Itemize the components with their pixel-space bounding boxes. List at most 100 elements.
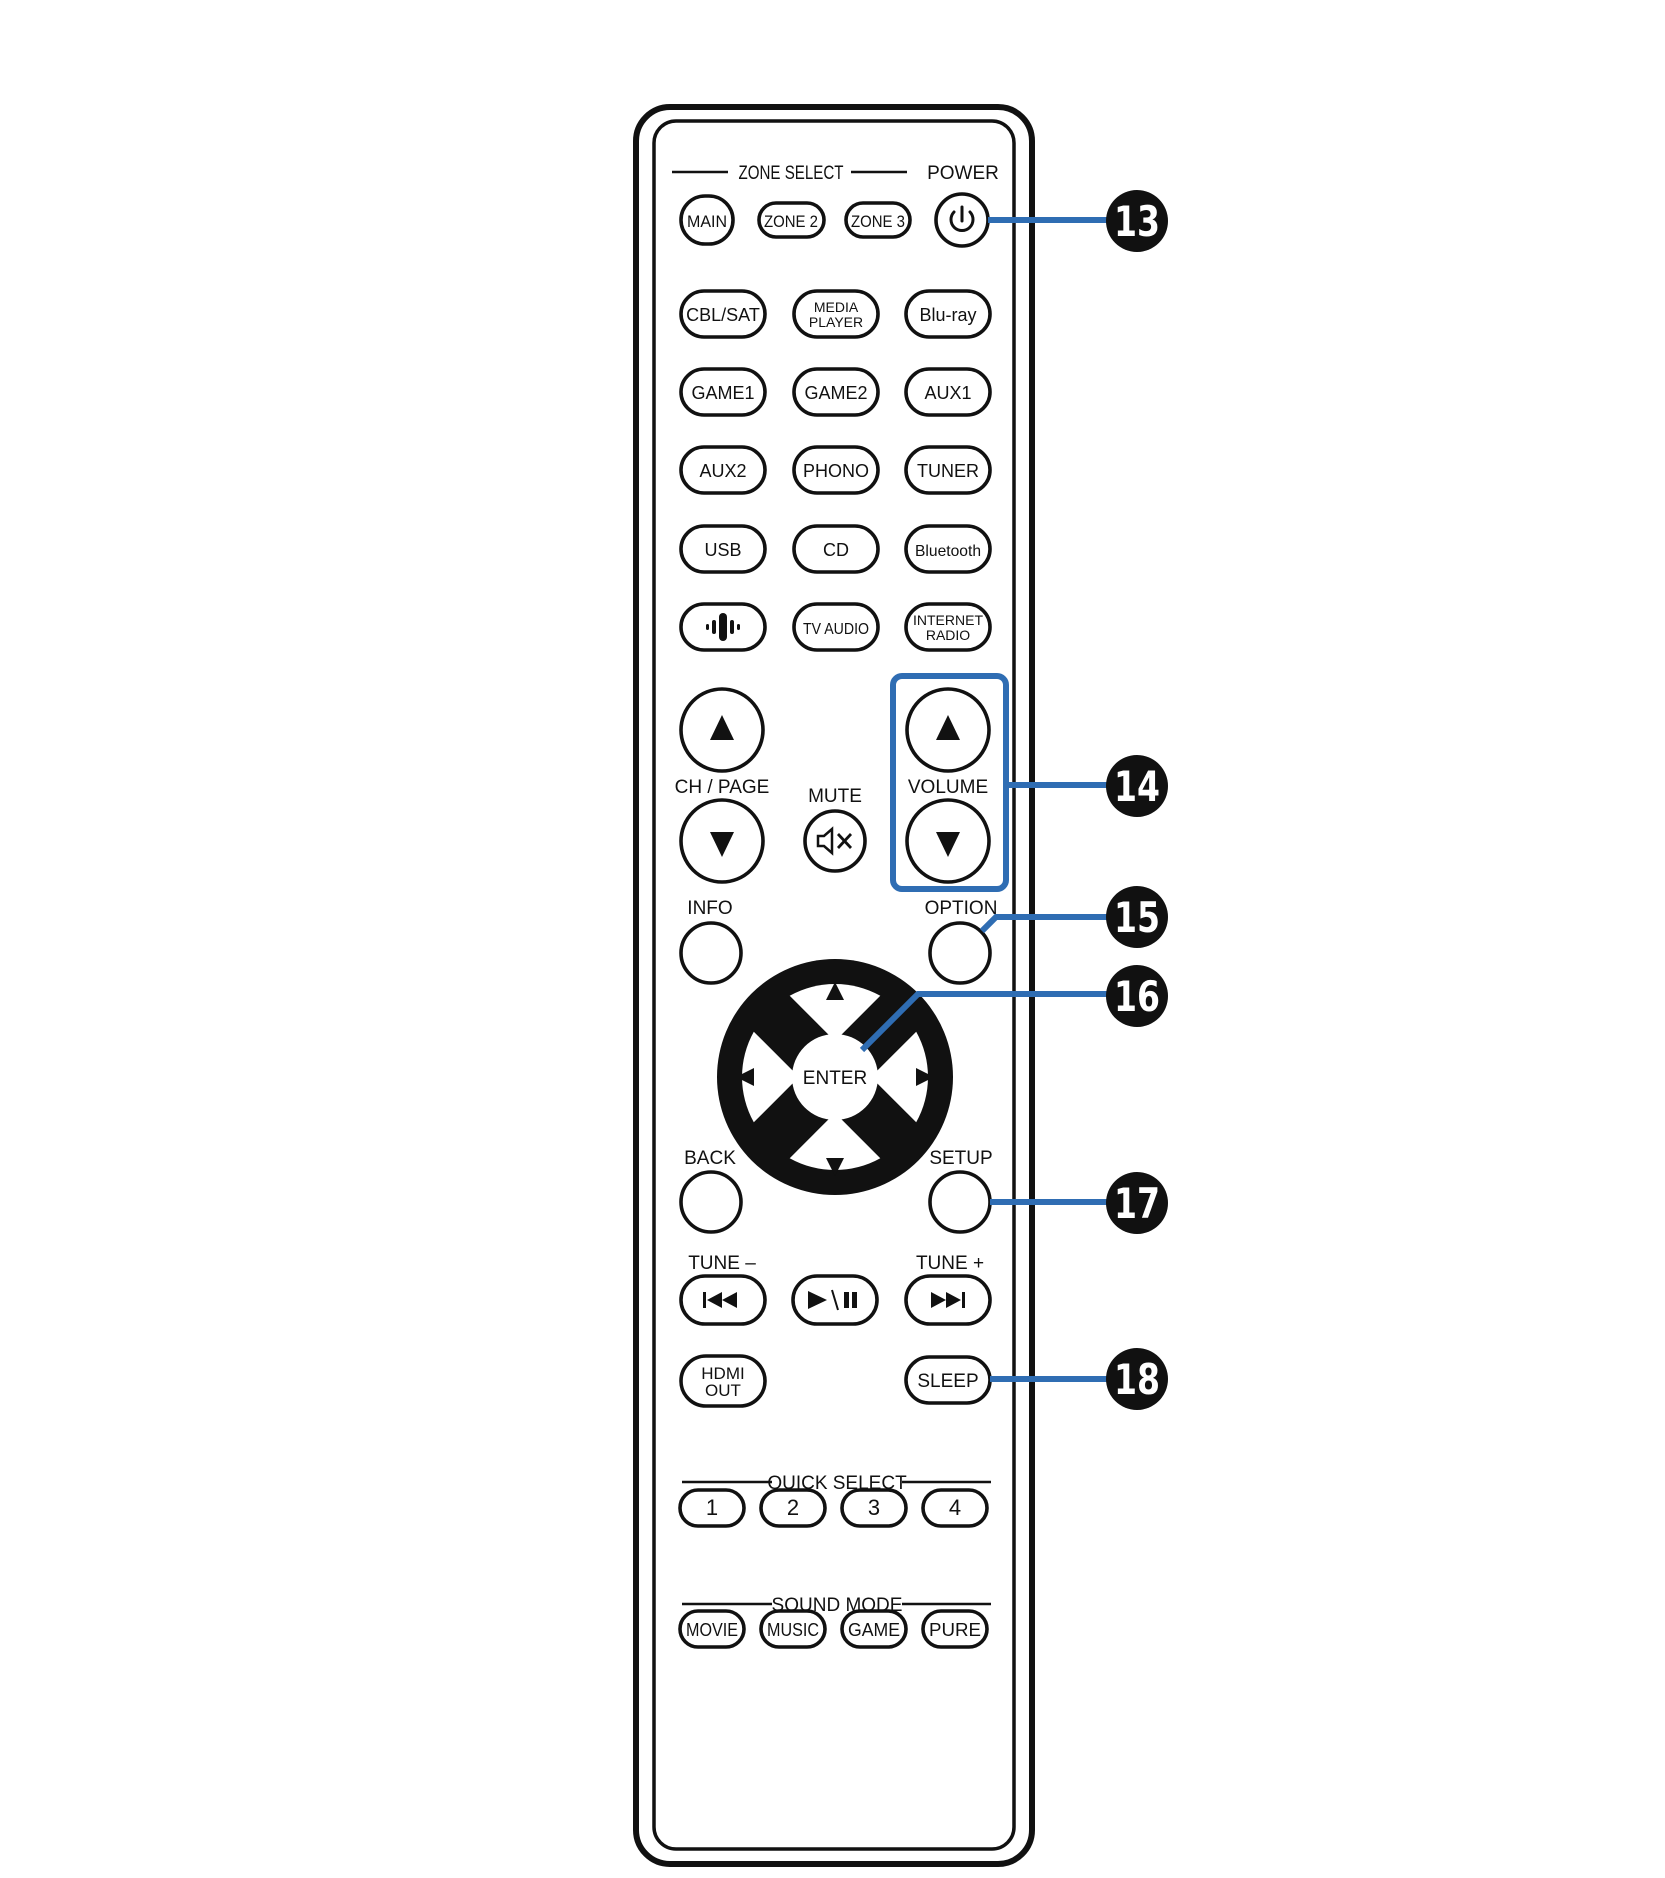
play-pause-icon (808, 1289, 857, 1311)
input-button-tuner[interactable]: TUNER (904, 445, 992, 495)
input-button-game1-label: GAME1 (691, 383, 754, 403)
sound-mode-button-music-label: MUSIC (767, 1620, 819, 1640)
quick-select-button-1-label: 1 (706, 1495, 718, 1520)
zone-select-label: ZONE SELECT (739, 163, 844, 184)
hdmi-out-button[interactable]: HDMI OUT (679, 1354, 767, 1408)
input-button-cd-label: CD (823, 540, 849, 560)
dpad-right-button[interactable] (870, 1031, 928, 1123)
zone-button-zone3[interactable]: ZONE 3 (844, 201, 912, 239)
power-icon (949, 205, 975, 232)
sound-mode-button-movie[interactable]: MOVIE (678, 1609, 746, 1649)
arrow-up-icon (936, 715, 960, 740)
input-button-bluetooth[interactable]: Bluetooth (904, 524, 992, 574)
mute-icon (816, 826, 853, 856)
input-button-internet-radio-label-line2: RADIO (926, 627, 970, 643)
heos-button[interactable] (679, 602, 767, 652)
quick-select-button-1[interactable]: 1 (678, 1488, 746, 1528)
sleep-button[interactable]: SLEEP (904, 1355, 992, 1405)
input-button-aux2[interactable]: AUX2 (679, 445, 767, 495)
skip-forward-button[interactable] (904, 1274, 992, 1326)
input-button-game2-label: GAME2 (804, 383, 867, 403)
sound-mode-button-game-label: GAME (848, 1620, 900, 1640)
input-button-game1[interactable]: GAME1 (679, 367, 767, 417)
ch-page-up-button[interactable] (679, 687, 765, 773)
tune-plus-label: TUNE + (916, 1253, 984, 1274)
option-button[interactable] (928, 921, 992, 985)
back-button[interactable] (679, 1170, 743, 1234)
quick-select-button-2[interactable]: 2 (759, 1488, 827, 1528)
remote-body-inner (652, 119, 1016, 1851)
skip-back-button[interactable] (679, 1274, 767, 1326)
sound-mode-button-music[interactable]: MUSIC (759, 1609, 827, 1649)
sleep-label: SLEEP (917, 1371, 978, 1392)
callout-line-16 (859, 991, 1108, 1053)
callout-badge-14: 14 (1106, 755, 1168, 817)
play-pause-button[interactable] (791, 1274, 879, 1326)
volume-down-button[interactable] (905, 798, 991, 884)
input-button-cbl-sat-label: CBL/SAT (686, 305, 760, 325)
zone-button-zone2-label: ZONE 2 (764, 212, 818, 231)
input-button-tv-audio[interactable]: TV AUDIO (792, 602, 880, 652)
input-button-tv-audio-label: TV AUDIO (803, 621, 869, 638)
callout-number-18: 18 (1114, 1355, 1160, 1404)
dpad-down-button[interactable] (789, 1112, 881, 1170)
input-button-aux1[interactable]: AUX1 (904, 367, 992, 417)
input-button-usb-label: USB (704, 540, 741, 560)
sound-mode-button-game[interactable]: GAME (840, 1609, 908, 1649)
enter-button[interactable]: ENTER (792, 1034, 878, 1120)
callout-number-14: 14 (1114, 762, 1160, 811)
zone-button-zone2[interactable]: ZONE 2 (757, 201, 826, 239)
skip-forward-icon (931, 1292, 965, 1308)
option-label: OPTION (925, 898, 998, 919)
quick-select-button-4[interactable]: 4 (921, 1488, 989, 1528)
enter-label: ENTER (803, 1068, 867, 1089)
input-button-phono-label: PHONO (803, 461, 869, 481)
dpad-left-button[interactable] (742, 1031, 800, 1123)
mute-label: MUTE (808, 786, 862, 807)
callout-badge-18: 18 (1106, 1348, 1168, 1410)
callout-line-15 (979, 914, 1108, 934)
input-button-phono[interactable]: PHONO (792, 445, 880, 495)
dpad-up-button[interactable] (789, 984, 881, 1042)
back-label: BACK (684, 1148, 736, 1169)
heos-icon (706, 613, 740, 641)
quick-select-button-3[interactable]: 3 (840, 1488, 908, 1528)
input-button-media-player-label-line1: MEDIA (814, 299, 859, 315)
power-button[interactable] (934, 192, 990, 248)
ch-page-label: CH / PAGE (675, 777, 770, 798)
setup-button[interactable] (928, 1170, 992, 1234)
zone-button-main-label: MAIN (687, 212, 727, 231)
volume-up-button[interactable] (905, 687, 991, 773)
sound-mode-button-movie-label: MOVIE (686, 1620, 738, 1640)
mute-button[interactable] (803, 809, 867, 873)
callout-number-13: 13 (1114, 197, 1160, 246)
arrow-down-icon (936, 832, 960, 857)
zone-button-main[interactable]: MAIN (679, 194, 735, 246)
arrow-down-icon (826, 1158, 844, 1176)
input-button-blu-ray[interactable]: Blu-ray (904, 289, 992, 339)
input-button-media-player-label-line2: PLAYER (809, 314, 863, 330)
hdmi-out-label-line2: OUT (705, 1381, 741, 1400)
callout-badge-16: 16 (1106, 965, 1168, 1027)
input-button-tuner-label: TUNER (917, 461, 979, 481)
skip-back-icon (703, 1292, 737, 1308)
sound-mode-button-pure[interactable]: PURE (921, 1609, 989, 1649)
ch-page-down-button[interactable] (679, 798, 765, 884)
input-button-bluetooth-label: Bluetooth (915, 543, 981, 560)
input-button-game2[interactable]: GAME2 (792, 367, 880, 417)
input-button-usb[interactable]: USB (679, 524, 767, 574)
input-button-cd[interactable]: CD (792, 524, 880, 574)
input-button-cbl-sat[interactable]: CBL/SAT (679, 289, 767, 339)
tune-minus-label: TUNE – (688, 1253, 756, 1274)
hdmi-out-label-line1: HDMI (701, 1364, 744, 1383)
callout-number-17: 17 (1114, 1179, 1160, 1228)
callout-number-16: 16 (1114, 972, 1160, 1021)
arrow-up-icon (826, 982, 844, 1000)
callout-number-15: 15 (1114, 893, 1160, 942)
info-button[interactable] (679, 921, 743, 985)
